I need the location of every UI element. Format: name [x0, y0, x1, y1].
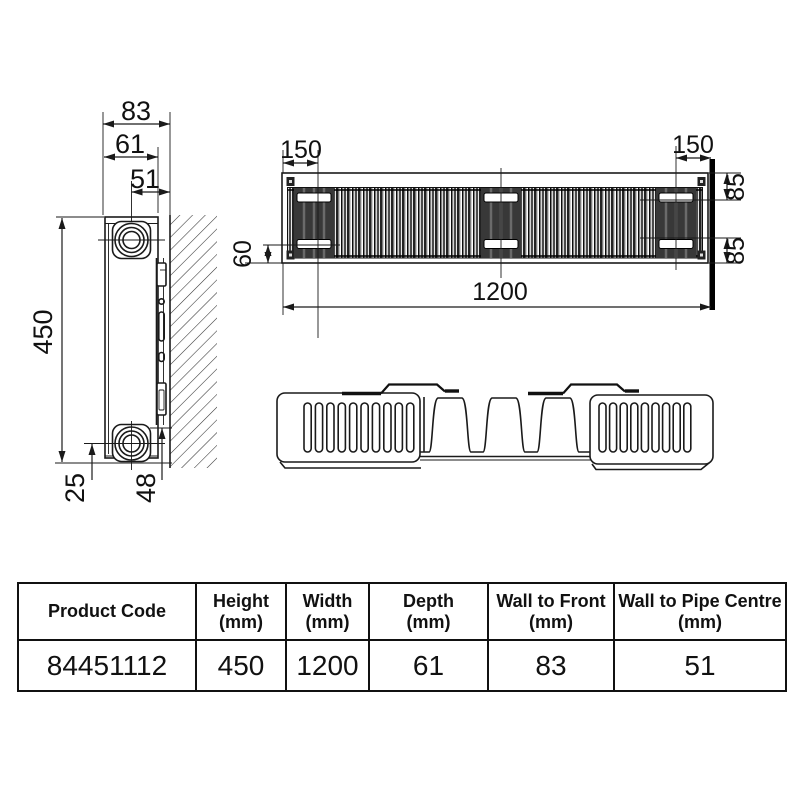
col-header-width: Width(mm) [285, 582, 370, 641]
wall-section-bar [709, 159, 715, 310]
wall-bracket-side [155, 258, 167, 425]
value-width: 1200 [285, 639, 370, 692]
spec-table-value-row: 84451112 450 1200 61 83 51 [17, 639, 787, 692]
profile-panel-left [276, 392, 421, 469]
col-header-height: Height(mm) [195, 582, 287, 641]
dim-label-bracket-bottom: 48 [131, 473, 161, 503]
dim-label-wall-to-pipe: 51 [130, 164, 160, 194]
mounting-bracket-top-left [294, 188, 334, 258]
grille-slots-right [598, 402, 692, 453]
dim-label-bracket-inset-right: 150 [672, 131, 714, 159]
bracket-profiles [342, 383, 639, 396]
grille-slots-left [303, 402, 415, 453]
spec-table: Product Code Height(mm) Width(mm) Depth(… [17, 582, 787, 692]
value-height: 450 [195, 639, 287, 692]
side-view-dimensions: 83 61 51 450 25 48 [28, 96, 172, 503]
dim-label-wall-to-front: 83 [121, 96, 151, 126]
technical-drawing: 83 61 51 450 25 48 [28, 96, 750, 503]
top-view-dimensions: 150 150 85 85 60 1200 [229, 131, 750, 338]
top-pipe-connection [98, 220, 165, 260]
top-view: 150 150 85 85 60 1200 [229, 131, 750, 338]
corner-bolts [286, 177, 706, 260]
col-header-wall-to-front: Wall to Front(mm) [487, 582, 615, 641]
value-wall-to-front: 83 [487, 639, 615, 692]
value-product-code: 84451112 [17, 639, 197, 692]
value-wall-to-pipe-centre: 51 [613, 639, 787, 692]
dim-label-bottom-clearance: 25 [60, 473, 90, 503]
dim-label-end-to-bracket-top: 85 [722, 173, 750, 201]
side-view: 83 61 51 450 25 48 [28, 96, 217, 503]
convector-fins [420, 397, 610, 461]
dim-label-depth: 61 [115, 129, 145, 159]
spec-table-header-row: Product Code Height(mm) Width(mm) Depth(… [17, 582, 787, 641]
dim-label-bracket-inset-left: 150 [280, 136, 322, 164]
bracket-hole [158, 297, 166, 305]
col-header-depth: Depth(mm) [368, 582, 489, 641]
profile-panel-right [589, 394, 714, 471]
wall-hatch [170, 215, 217, 468]
bracket-slot [158, 311, 166, 342]
dim-label-width: 1200 [472, 278, 528, 306]
bottom-pipe-connection [84, 421, 165, 470]
profile-view [276, 383, 714, 471]
col-header-wall-to-pipe-centre: Wall to Pipe Centre(mm) [613, 582, 787, 641]
value-depth: 61 [368, 639, 489, 692]
dim-label-edge: 60 [229, 240, 257, 268]
bracket-detail [158, 351, 166, 363]
dim-label-height: 450 [28, 309, 58, 354]
dim-label-end-to-bracket-bottom: 85 [722, 237, 750, 265]
col-header-product-code: Product Code [17, 582, 197, 641]
